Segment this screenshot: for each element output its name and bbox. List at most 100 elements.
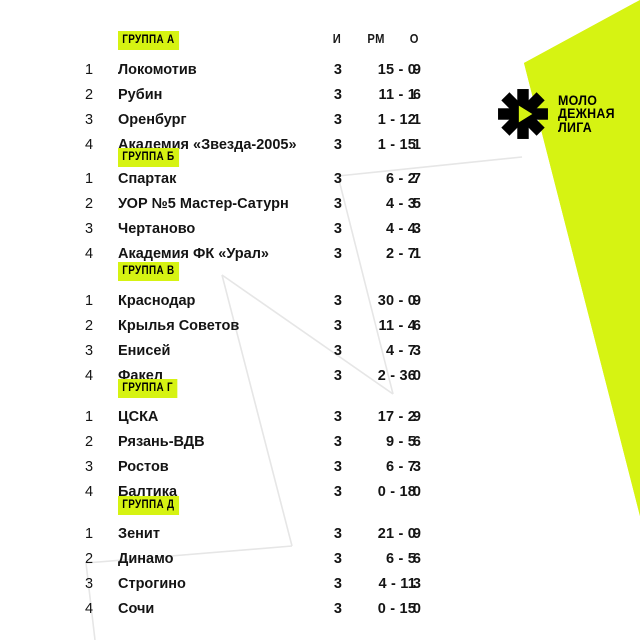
team-points: 0 [412,601,421,617]
brand-wordmark-line-3: ЛИГА [558,119,592,135]
team-games: 3 [333,459,342,475]
team-points: 1 [412,112,421,128]
team-games: 3 [333,171,342,187]
team-rank: 1 [85,526,94,542]
team-points: 9 [412,293,421,309]
team-goal-diff: 4 - 7 [385,343,416,359]
team-points: 0 [412,368,421,384]
team-games: 3 [333,526,342,542]
team-games: 3 [333,196,342,212]
team-name: Ростов [118,459,169,475]
team-games: 3 [333,343,342,359]
group-label-badge: ГРУППА Б [118,148,179,167]
brand-wordmark: МОЛО ДЕЖНАЯ ЛИГА [558,94,615,135]
team-name: Енисей [118,343,171,359]
team-goal-diff: 6 - 2 [385,171,416,187]
group-label-badge: ГРУППА Д [118,496,179,515]
team-games: 3 [333,318,342,334]
team-games: 3 [333,112,342,128]
team-rank: 2 [85,196,94,212]
team-points: 5 [412,196,421,212]
team-rank: 4 [85,137,94,153]
team-rank: 2 [85,434,94,450]
team-goal-diff: 4 - 4 [385,221,416,237]
team-name: Динамо [118,551,174,567]
team-rank: 3 [85,576,94,592]
group-label-badge: ГРУППА Г [118,379,178,398]
team-goal-diff: 11 - 4 [378,318,416,334]
team-points: 3 [412,221,421,237]
team-goal-diff: 4 - 3 [385,196,416,212]
team-name: Рубин [118,87,163,103]
team-rank: 2 [85,87,94,103]
brand-wordmark-line-2: ДЕЖНАЯ [558,106,615,122]
asterisk-play-mark-icon [498,89,548,139]
team-games: 3 [333,368,342,384]
team-rank: 1 [85,293,94,309]
team-goal-diff: 21 - 0 [377,526,416,542]
team-games: 3 [333,601,342,617]
team-name: Краснодар [118,293,196,309]
team-goal-diff: 1 - 15 [377,137,416,153]
team-goal-diff: 2 - 7 [385,246,416,262]
team-goal-diff: 0 - 18 [377,484,416,500]
team-points: 1 [412,246,421,262]
column-header-goal-diff: РМ [367,31,385,46]
team-games: 3 [333,434,342,450]
team-rank: 3 [85,112,94,128]
team-games: 3 [333,62,342,78]
team-games: 3 [333,246,342,262]
column-header-row: И РМ О [0,31,440,49]
team-points: 6 [412,551,421,567]
team-goal-diff: 9 - 5 [385,434,416,450]
team-name: Крылья Советов [118,318,240,334]
team-name: Чертаново [118,221,196,237]
group-label-badge: ГРУППА В [118,262,179,281]
team-name: Спартак [118,171,177,187]
team-points: 0 [412,484,421,500]
team-name: УОР №5 Мастер-Сатурн [118,196,289,212]
team-goal-diff: 0 - 15 [377,601,416,617]
team-goal-diff: 6 - 5 [385,551,416,567]
team-name: ЦСКА [118,409,159,425]
team-points: 9 [412,526,421,542]
team-rank: 2 [85,551,94,567]
brand-wordmark-line-1: МОЛО [558,92,598,108]
team-goal-diff: 4 - 11 [378,576,416,592]
team-goal-diff: 6 - 7 [385,459,416,475]
team-points: 7 [412,171,421,187]
team-points: 6 [412,87,421,103]
team-rank: 4 [85,601,94,617]
team-goal-diff: 30 - 0 [377,293,416,309]
column-header-games: И [332,31,342,46]
team-games: 3 [333,87,342,103]
team-rank: 4 [85,246,94,262]
team-points: 6 [412,318,421,334]
team-rank: 2 [85,318,94,334]
team-points: 3 [412,459,421,475]
team-rank: 1 [85,409,94,425]
team-name: Сочи [118,601,155,617]
team-points: 1 [412,137,421,153]
team-points: 3 [412,343,421,359]
